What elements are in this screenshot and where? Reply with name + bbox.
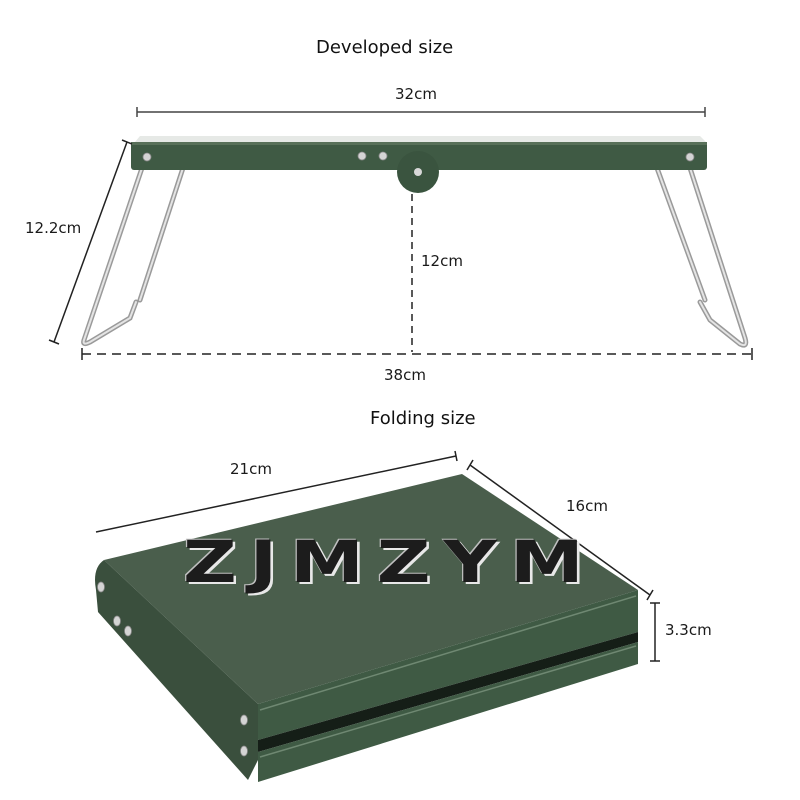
right-leg (654, 165, 749, 348)
rivets (142, 151, 695, 162)
dimension-line-folded-width (466, 459, 654, 601)
leg-length-label: 12.2cm (25, 219, 82, 237)
folded-length-label: 21cm (230, 460, 272, 478)
dimension-line-folded-length (95, 450, 458, 533)
dimension-line-folded-thickness (650, 602, 660, 662)
dimension-line-total-width (81, 348, 753, 360)
top-width-label: 32cm (395, 85, 437, 103)
hinge (397, 151, 439, 193)
brand-watermark: ZJMZYM (183, 528, 597, 596)
table-top-surface (135, 136, 706, 142)
folded-width-label: 16cm (566, 497, 608, 515)
folded-table (95, 474, 638, 782)
folded-thickness-label: 3.3cm (665, 621, 712, 639)
developed-size-title: Developed size (316, 37, 454, 58)
height-label: 12cm (421, 252, 463, 270)
dimension-line-leg-length (48, 139, 133, 345)
total-width-label: 38cm (384, 366, 426, 384)
folding-size-title: Folding size (370, 408, 476, 429)
left-leg (81, 165, 186, 347)
dimension-line-top-width (136, 107, 706, 117)
